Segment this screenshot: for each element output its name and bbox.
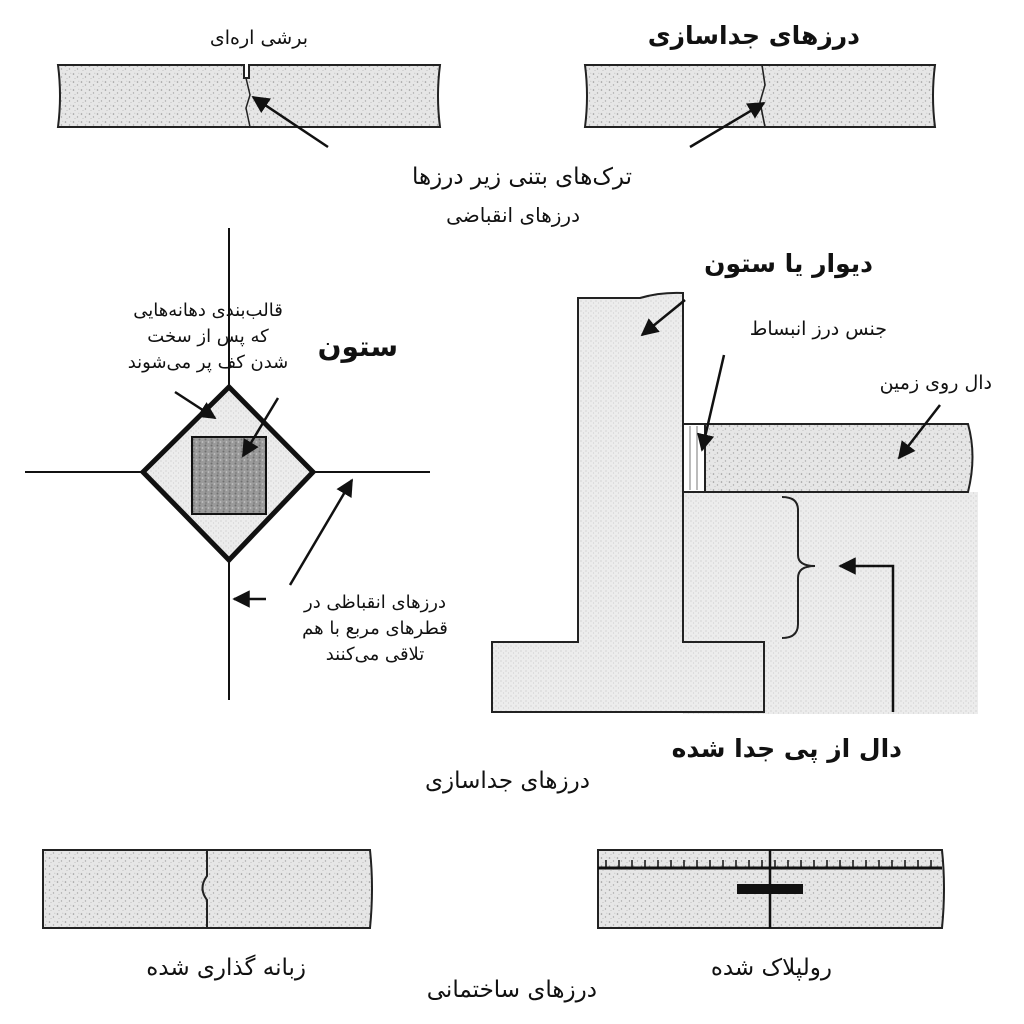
contraction-joints-label: درزهای انقباضی — [446, 203, 580, 227]
construction-joints-label: درزهای ساختمانی — [427, 977, 597, 1003]
formwork-label-line3: شدن کف پر می‌شوند — [128, 352, 289, 373]
keyed-label: زبانه گذاری شده — [146, 954, 306, 981]
isolation-slab-top — [583, 64, 937, 128]
saw-cut-label: برشی اره‌ای — [210, 27, 308, 49]
dowelled-slab — [597, 849, 945, 929]
formwork-label-line1: قالب‌بندی دهانه‌هایی — [133, 300, 283, 321]
dowelled-label: رولپلاک شده — [711, 955, 832, 981]
wall-section-diagram — [491, 291, 978, 714]
column-joint-diagram — [25, 228, 430, 700]
saw-cut-slab — [56, 64, 442, 128]
expansion-material-label: جنس درز انبساط — [750, 318, 887, 340]
formwork-label-line2: که پس از سخت — [147, 326, 269, 347]
keyed-slab — [42, 849, 373, 929]
cracks-label: ترک‌های بتنی زیر درزها — [412, 164, 632, 190]
diagonal-joints-label-line2: قطرهای مربع با هم — [302, 618, 448, 639]
slab-separated-label: دال از پی جدا شده — [672, 734, 903, 763]
column-label: ستون — [318, 330, 398, 363]
crack-arrow-left — [251, 95, 329, 149]
isolation-joints-top-label: درزهای جداسازی — [648, 21, 860, 50]
diagonal-joints-label-line3: تلاقی می‌کنند — [326, 644, 425, 665]
diagonal-joints-label-line1: درزهای انقباظی در — [303, 592, 446, 613]
slab-on-grade-label: دال روی زمین — [880, 372, 992, 394]
crack-arrow-right — [689, 101, 766, 149]
wall-or-column-label: دیوار یا ستون — [704, 249, 873, 279]
isolation-joints-mid-label: درزهای جداسازی — [425, 768, 590, 794]
